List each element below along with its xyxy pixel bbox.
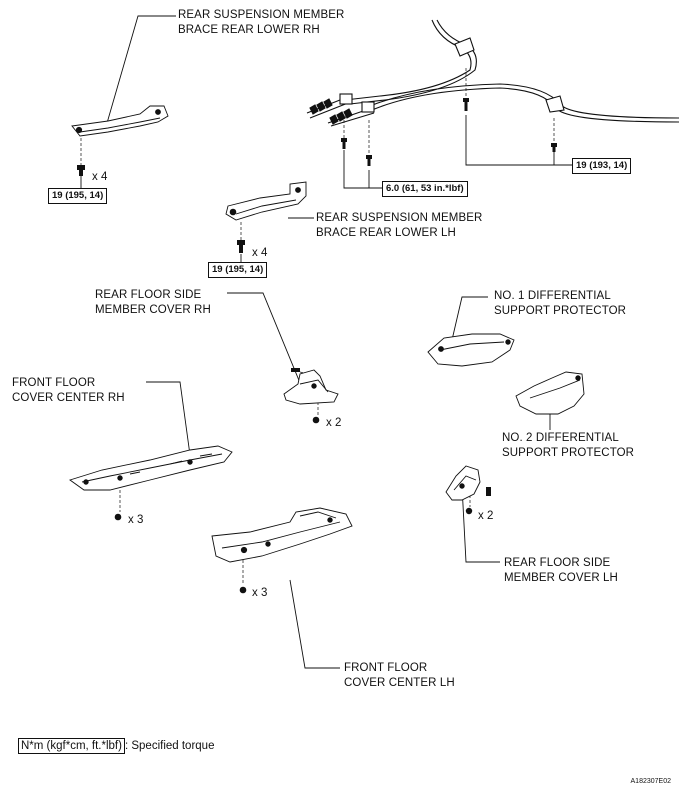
qty-floor-side-lh-nuts: x 2 — [478, 510, 494, 522]
front-floor-cover-center-rh-part — [69, 445, 233, 491]
label-line-1: REAR FLOOR SIDE — [95, 289, 202, 301]
torque-spec-cable-bracket: 6.0 (61, 53 in.*lbf) — [382, 181, 468, 197]
label-line-1: FRONT FLOOR — [12, 377, 96, 389]
figure-id: A182307E02 — [630, 778, 671, 785]
no1-differential-support-protector-part — [427, 333, 515, 367]
rear-floor-side-member-cover-rh-label: REAR FLOOR SIDE MEMBER COVER RH — [95, 288, 211, 318]
label-line-1: NO. 2 DIFFERENTIAL — [502, 432, 619, 444]
torque-spec-cable-clamp: 19 (193, 14) — [572, 158, 632, 174]
qty-floor-side-rh-nuts: x 2 — [326, 417, 342, 429]
label-line-2: MEMBER COVER LH — [504, 572, 618, 584]
brace-rear-lower-rh-part — [71, 105, 169, 137]
legend-unit-box: N*m (kgf*cm, ft.*lbf) — [18, 738, 125, 754]
qty-front-lh-nuts: x 3 — [252, 587, 268, 599]
label-line-1: FRONT FLOOR — [344, 662, 428, 674]
front-floor-cover-center-lh-part — [211, 507, 353, 563]
qty-brace-lh-bolts: x 4 — [252, 247, 268, 259]
label-line-1: REAR FLOOR SIDE — [504, 557, 611, 569]
label-line-2: SUPPORT PROTECTOR — [502, 447, 635, 459]
label-line-1: REAR SUSPENSION MEMBER — [316, 212, 483, 224]
torque-spec-brace-rh: 19 (195, 14) — [48, 188, 108, 204]
no2-differential-support-protector-label: NO. 2 DIFFERENTIAL SUPPORT PROTECTOR — [502, 431, 634, 461]
no2-differential-support-protector-part — [515, 371, 585, 415]
torque-legend: N*m (kgf*cm, ft.*lbf): Specified torque — [18, 738, 215, 754]
qty-front-rh-nuts: x 3 — [128, 514, 144, 526]
no1-differential-support-protector-label: NO. 1 DIFFERENTIAL SUPPORT PROTECTOR — [494, 289, 626, 319]
front-floor-cover-center-rh-label: FRONT FLOOR COVER CENTER RH — [12, 376, 125, 406]
brace-rear-lower-lh-part — [225, 181, 307, 221]
label-line-1: NO. 1 DIFFERENTIAL — [494, 290, 611, 302]
rear-floor-side-member-cover-rh-part — [283, 369, 339, 405]
label-line-2: MEMBER COVER RH — [95, 304, 211, 316]
install-axes — [80, 68, 555, 585]
parking-brake-cables — [306, 19, 679, 127]
label-line-1: REAR SUSPENSION MEMBER — [178, 9, 345, 21]
label-line-2: COVER CENTER RH — [12, 392, 125, 404]
label-line-2: BRACE REAR LOWER RH — [178, 24, 320, 36]
rear-floor-side-member-cover-lh-label: REAR FLOOR SIDE MEMBER COVER LH — [504, 556, 618, 586]
front-floor-cover-center-lh-label: FRONT FLOOR COVER CENTER LH — [344, 661, 455, 691]
leader-lines — [80, 15, 572, 669]
brace-rear-lower-rh-label: REAR SUSPENSION MEMBER BRACE REAR LOWER … — [178, 8, 344, 38]
label-line-2: SUPPORT PROTECTOR — [494, 305, 627, 317]
legend-description: : Specified torque — [124, 740, 215, 752]
label-line-2: COVER CENTER LH — [344, 677, 455, 689]
qty-brace-rh-bolts: x 4 — [92, 171, 108, 183]
rear-floor-side-member-cover-lh-part — [445, 465, 481, 501]
fasteners — [77, 98, 557, 594]
label-line-2: BRACE REAR LOWER LH — [316, 227, 456, 239]
brace-rear-lower-lh-label: REAR SUSPENSION MEMBER BRACE REAR LOWER … — [316, 211, 482, 241]
torque-spec-brace-lh: 19 (195, 14) — [208, 262, 268, 278]
